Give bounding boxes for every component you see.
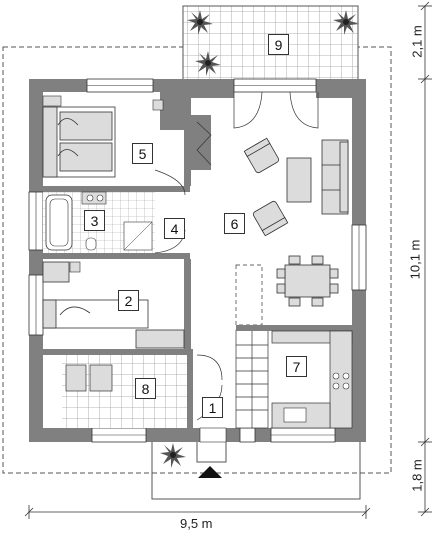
entry-depth-dimension: 1,8 m <box>409 459 425 492</box>
kitchen-counter <box>271 330 353 429</box>
width-dimension: 9,5 m <box>180 516 213 531</box>
single-bed <box>42 261 185 349</box>
bathtub <box>45 194 73 251</box>
plant-icon <box>160 443 186 468</box>
room-label-8: 8 <box>135 378 156 399</box>
room-label-4: 4 <box>164 218 185 239</box>
toilet <box>85 237 97 251</box>
staircase <box>235 264 269 429</box>
house-depth-dimension: 10,1 m <box>407 239 423 280</box>
appliances <box>65 364 113 392</box>
nightstand <box>42 95 62 107</box>
room-label-7: 7 <box>286 356 307 377</box>
interior-walls <box>43 92 352 428</box>
armchair <box>243 137 289 237</box>
room-label-2: 2 <box>118 290 139 311</box>
room-label-9: 9 <box>268 34 289 55</box>
terrace-depth-dimension: 2,1 m <box>409 25 425 58</box>
room-label-1: 1 <box>202 397 223 418</box>
room-label-6: 6 <box>224 213 245 234</box>
room-label-3: 3 <box>84 210 105 231</box>
dining-table <box>276 255 339 307</box>
entry-porch <box>151 440 361 500</box>
nightstand <box>152 99 164 111</box>
kitchen-sink <box>283 407 307 423</box>
double-bed <box>42 106 116 178</box>
coffee-table <box>286 157 312 203</box>
terrace-door <box>233 91 319 129</box>
room-label-5: 5 <box>132 143 153 164</box>
front-door <box>199 427 227 443</box>
dimension-lines <box>24 1 432 519</box>
entry-arrow-icon <box>198 466 222 478</box>
nightstand <box>69 261 81 273</box>
sofa <box>321 139 349 215</box>
